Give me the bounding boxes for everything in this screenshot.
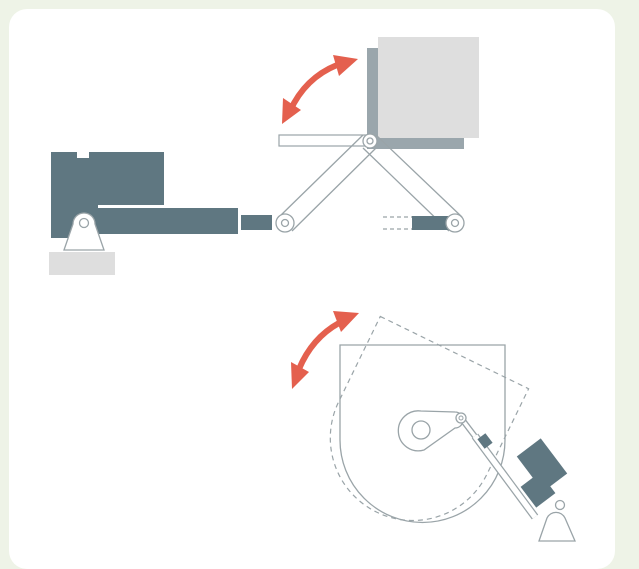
- rotation-arrow-icon: [291, 311, 359, 389]
- crank-lever-icon: [397, 410, 464, 452]
- rotation-arrow-icon: [282, 55, 358, 124]
- linear-actuator-icon: [49, 152, 295, 275]
- load-block-icon: [367, 37, 479, 149]
- rotating-drum-figure: [291, 311, 576, 542]
- scissor-lift-figure: [49, 37, 479, 275]
- lift-platform: [278, 134, 370, 147]
- linear-actuator-icon: [455, 412, 576, 542]
- actuator-applications-diagram: [49, 37, 576, 542]
- right-slider: [383, 213, 465, 233]
- figure-panel: [9, 9, 615, 569]
